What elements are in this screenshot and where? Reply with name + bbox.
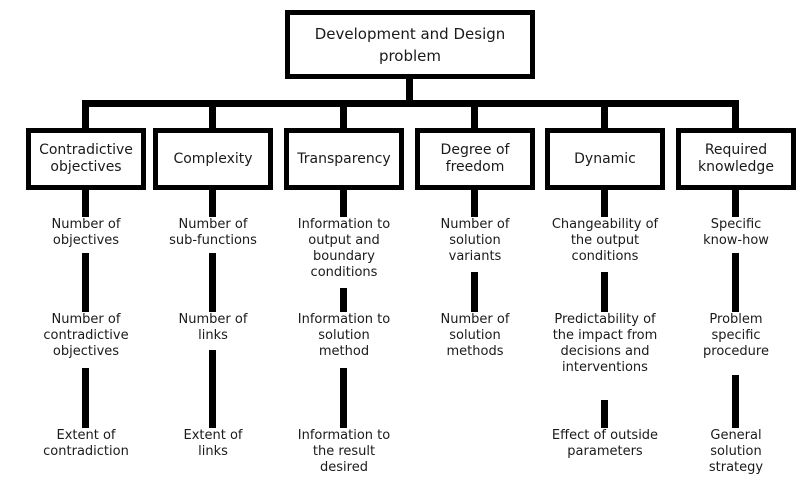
tree-line-segment xyxy=(340,288,347,312)
branch-stub-transparency xyxy=(340,107,347,128)
branch-stub-contradictive-objectives xyxy=(82,107,89,128)
branch-stub-dynamic xyxy=(601,107,608,128)
tree-line-segment xyxy=(209,350,216,428)
criterion-label: General solution strategy xyxy=(708,428,764,475)
tree-line-segment xyxy=(471,190,478,217)
criterion-label: Information to solution method xyxy=(297,312,391,359)
criterion-label: Effect of outside parameters xyxy=(551,428,659,459)
criterion-label: Number of solution methods xyxy=(440,312,510,359)
tree-line-segment xyxy=(732,375,739,428)
category-box-degree-of-freedom: Degree of freedom xyxy=(415,128,535,190)
tree-line-segment xyxy=(601,190,608,217)
criterion-label: Problem specific procedure xyxy=(703,312,769,359)
tree-line-segment xyxy=(82,190,89,217)
category-box-dynamic: Dynamic xyxy=(545,128,665,190)
tree-line-segment xyxy=(340,190,347,217)
tree-line-segment xyxy=(209,190,216,217)
tree-line-segment xyxy=(732,190,739,217)
category-label: Dynamic xyxy=(574,150,636,167)
category-box-contradictive-objectives: Contradictive objectives xyxy=(26,128,146,190)
criterion-label: Information to the result desired xyxy=(297,428,391,475)
tree-line-segment xyxy=(340,368,347,428)
criterion-label: Number of contradictive objectives xyxy=(43,312,129,359)
category-label: Transparency xyxy=(297,150,391,167)
criterion-label: Extent of contradiction xyxy=(43,428,129,459)
category-label: Complexity xyxy=(173,150,253,167)
category-box-transparency: Transparency xyxy=(284,128,404,190)
tree-line-segment xyxy=(471,272,478,312)
criterion-label: Number of objectives xyxy=(51,217,121,248)
category-box-complexity: Complexity xyxy=(153,128,273,190)
category-label: Required knowledge xyxy=(698,142,774,175)
criterion-label: Specific know-how xyxy=(703,217,769,248)
criterion-label: Number of solution variants xyxy=(440,217,510,264)
tree-line-segment xyxy=(732,253,739,312)
root-box-label: Development and Design problem xyxy=(314,24,506,65)
criterion-label: Changeability of the output conditions xyxy=(551,217,659,264)
tree-line-segment xyxy=(209,253,216,312)
category-label: Degree of freedom xyxy=(440,142,510,175)
branch-stub-degree-of-freedom xyxy=(471,107,478,128)
criterion-label: Predictability of the impact from decisi… xyxy=(552,312,658,375)
criterion-label: Extent of links xyxy=(183,428,243,459)
tree-line-segment xyxy=(82,253,89,312)
root-connector-stub xyxy=(406,79,413,100)
criterion-label: Number of links xyxy=(178,312,248,343)
category-label: Contradictive objectives xyxy=(39,142,133,175)
connector-horizontal-bar xyxy=(82,100,739,107)
tree-line-segment xyxy=(601,272,608,312)
criterion-label: Information to output and boundary condi… xyxy=(297,217,391,280)
criterion-label: Number of sub-functions xyxy=(169,217,257,248)
category-box-required-knowledge: Required knowledge xyxy=(676,128,796,190)
tree-line-segment xyxy=(601,400,608,428)
root-box: Development and Design problem xyxy=(285,10,535,79)
tree-line-segment xyxy=(82,368,89,428)
branch-stub-required-knowledge xyxy=(732,107,739,128)
branch-stub-complexity xyxy=(209,107,216,128)
